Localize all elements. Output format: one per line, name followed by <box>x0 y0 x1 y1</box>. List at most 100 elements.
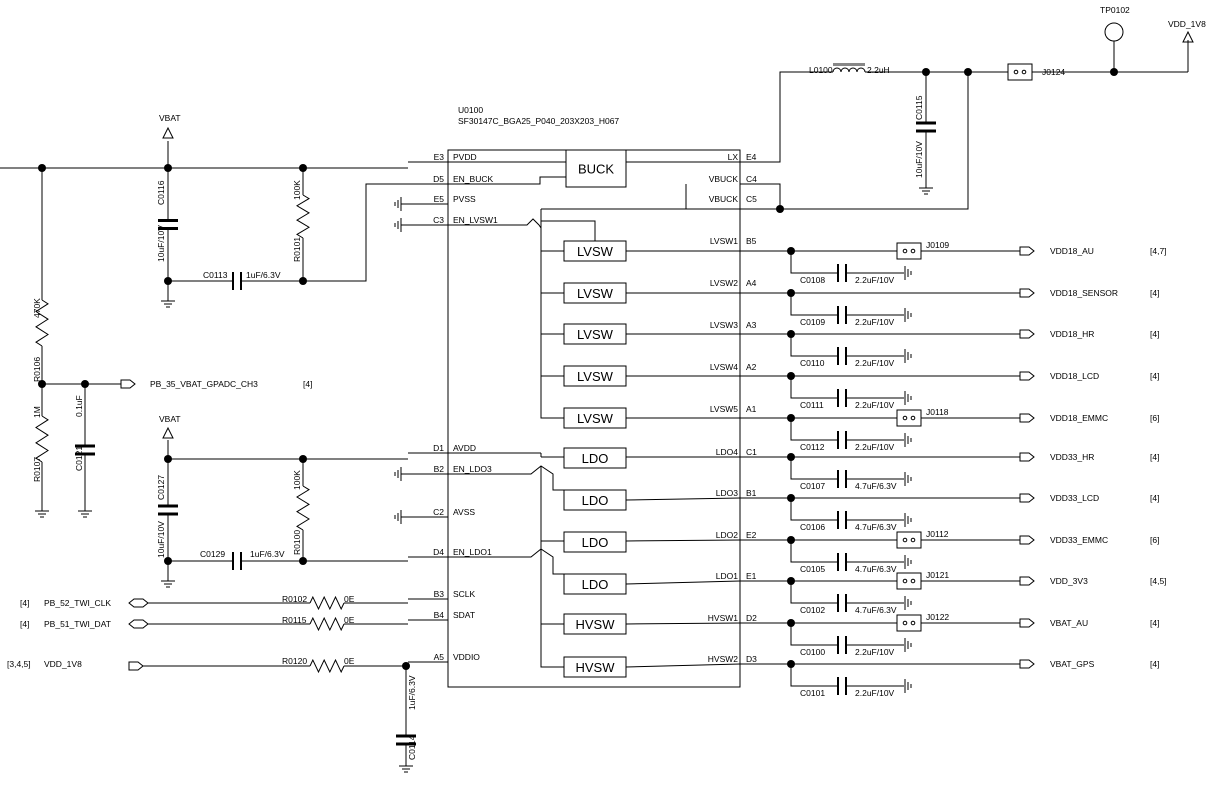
ground-symbol <box>904 638 912 652</box>
chip-pin-ball: D1 <box>433 443 444 453</box>
offpage-port <box>128 619 149 629</box>
offpage-port <box>1019 618 1035 628</box>
vddio-cap-ref: C0114 <box>407 735 417 760</box>
cap-lead <box>790 540 828 563</box>
rail-net-label: VDD18_LCD <box>1050 371 1099 381</box>
offpage-port <box>128 661 144 671</box>
buck-jumper-ref: J0124 <box>1042 67 1065 77</box>
rail-net-label: VDD33_LCD <box>1050 493 1099 503</box>
testpoint <box>1104 22 1124 42</box>
vbat-bottom-res-val: 100K <box>292 470 302 490</box>
jumper-pin <box>910 620 916 626</box>
block-lvsw-label: LVSW <box>577 327 614 342</box>
ground-symbol <box>904 513 912 527</box>
chip-pin-name: LX <box>728 152 739 162</box>
block-lvsw <box>563 407 627 429</box>
rail-cap-val: 2.2uF/10V <box>855 317 895 327</box>
power-arrow <box>162 426 174 439</box>
ground-symbol <box>394 467 402 481</box>
chip-pin-ball: D4 <box>433 547 444 557</box>
jumper-pin <box>910 248 916 254</box>
cap-lead <box>790 418 828 441</box>
block-ldo <box>563 531 627 553</box>
offpage-port <box>1019 246 1035 256</box>
chip-pin-ball: E3 <box>434 152 445 162</box>
cap-lead <box>790 498 828 521</box>
twi-clk-net: PB_52_TWI_CLK <box>44 598 111 608</box>
resistor <box>309 658 345 674</box>
block-buck <box>565 149 627 188</box>
rail-cap-ref: C0101 <box>800 688 825 698</box>
ground-symbol <box>161 295 175 308</box>
offpage-port <box>128 598 149 608</box>
rail-net-label: VDD18_EMMC <box>1050 413 1108 423</box>
rail-cap-val: 2.2uF/10V <box>855 442 895 452</box>
chip-pin-ball: C2 <box>433 507 444 517</box>
chip-pin-name: LDO3 <box>716 488 738 498</box>
chip-pin-ball: C5 <box>746 194 757 204</box>
rail-cap-val: 2.2uF/10V <box>855 647 895 657</box>
cap-lead <box>790 376 828 399</box>
ground-symbol <box>161 575 175 588</box>
wire <box>408 548 564 575</box>
chip-pin-ball: E1 <box>746 571 757 581</box>
divider-net-sheet: [4] <box>303 379 312 389</box>
chip-pin-name: PVSS <box>453 194 476 204</box>
chip-pin-name: EN_BUCK <box>453 174 493 184</box>
rail-cap-ref: C0107 <box>800 481 825 491</box>
block-ldo-label: LDO <box>582 535 609 550</box>
divider-rbot-val: 1M <box>32 406 42 418</box>
rail-sheet-ref: [4] <box>1150 493 1159 503</box>
cap-lead <box>790 457 828 480</box>
chip-pin-name: SCLK <box>453 589 476 599</box>
chip-pin-name: HVSW2 <box>708 654 739 664</box>
chip-pin-ball: B3 <box>434 589 445 599</box>
cap-lead <box>790 623 828 646</box>
jumper-body <box>896 572 922 590</box>
cap-lead <box>790 251 828 274</box>
vbat-top-cap-val: 10uF/10V <box>156 225 166 262</box>
rail-net-label: VDD18_HR <box>1050 329 1094 339</box>
ground-symbol <box>78 505 92 518</box>
ground-symbol <box>919 182 933 195</box>
block-lvsw-label: LVSW <box>577 411 614 426</box>
block-buck-label: BUCK <box>578 162 614 177</box>
offpage-port <box>1019 288 1035 298</box>
ground-symbol <box>904 555 912 569</box>
chip-pin-name: SDAT <box>453 610 475 620</box>
jumper-body <box>896 614 922 632</box>
vddio-net: VDD_1V8 <box>44 659 82 669</box>
vbat-bottom-res-ref: R0100 <box>292 530 302 555</box>
block-lvsw-label: LVSW <box>577 369 614 384</box>
wire <box>625 497 741 501</box>
vbat-bottom-cap2-val: 1uF/6.3V <box>250 549 285 559</box>
ground-symbol <box>394 197 402 211</box>
jumper-pin <box>1013 69 1019 75</box>
block-lvsw <box>563 282 627 304</box>
vbat-bottom-cap-ref: C0127 <box>156 475 166 500</box>
chip-pin-name: VBUCK <box>709 174 739 184</box>
block-lvsw-label: LVSW <box>577 244 614 259</box>
chip-pin-name: EN_LDO3 <box>453 464 492 474</box>
jumper-pin <box>910 415 916 421</box>
rail-net-label: VDD_3V3 <box>1050 576 1088 586</box>
wire <box>625 539 741 542</box>
vbat-top-res-val: 100K <box>292 180 302 200</box>
jumper-pin <box>902 415 908 421</box>
rail-cap-val: 2.2uF/10V <box>855 688 895 698</box>
wire <box>541 220 596 241</box>
rail-sheet-ref: [4,7] <box>1150 246 1167 256</box>
rail-cap-val: 2.2uF/10V <box>855 358 895 368</box>
offpage-port <box>1019 493 1035 503</box>
twi-clk-sheet: [4] <box>20 598 29 608</box>
ground-symbol <box>35 505 49 518</box>
resistor <box>35 415 49 463</box>
vbat-bottom-label: VBAT <box>159 414 181 424</box>
chip-pin-ball: E5 <box>434 194 445 204</box>
chip-pin-ball: D2 <box>746 613 757 623</box>
ground-symbol <box>904 266 912 280</box>
jumper-body <box>896 242 922 260</box>
power-arrow <box>162 126 174 139</box>
chip-pin-ball: B1 <box>746 488 757 498</box>
block-lvsw-label: LVSW <box>577 286 614 301</box>
